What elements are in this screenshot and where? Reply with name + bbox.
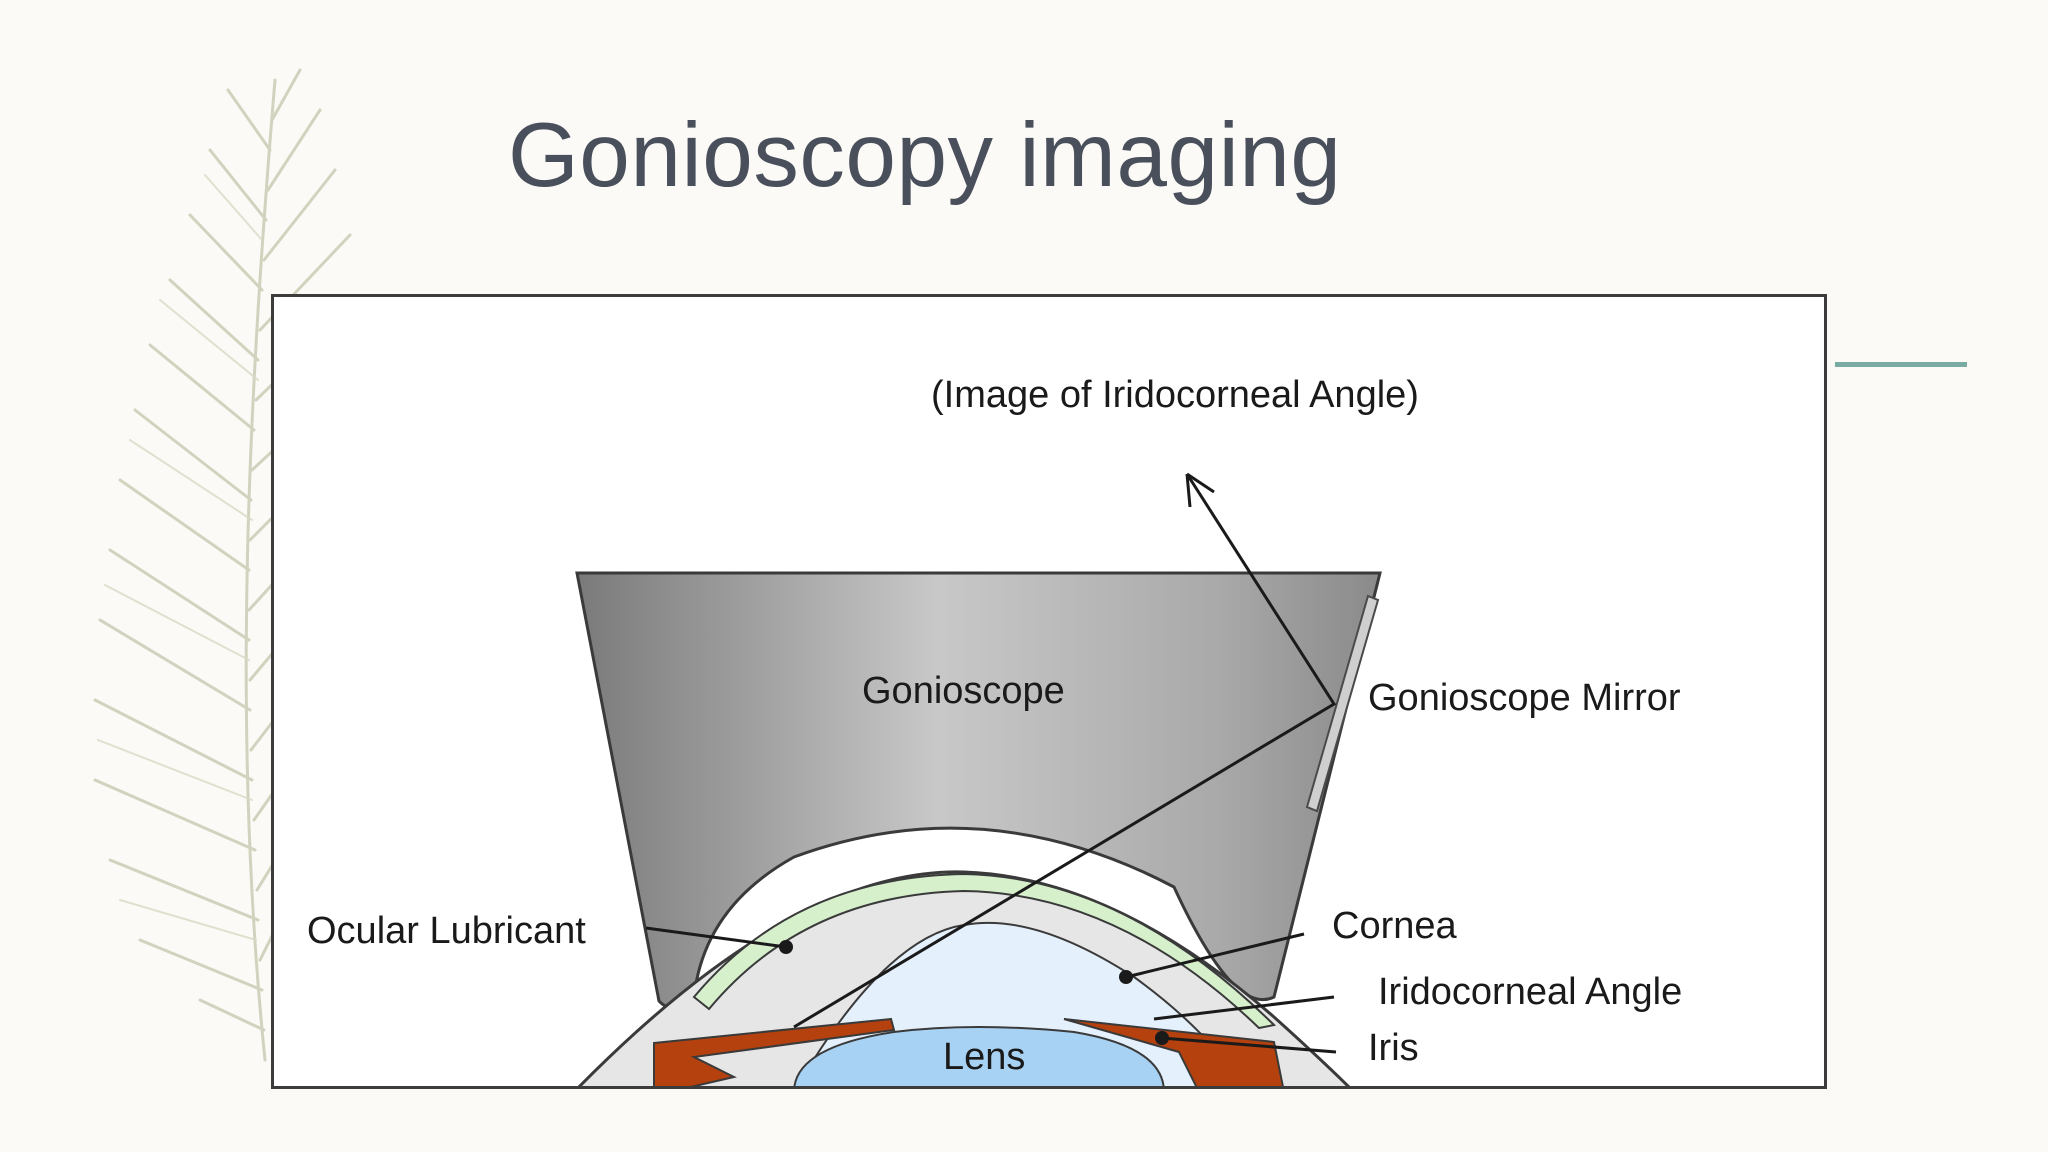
slide-title: Gonioscopy imaging <box>508 105 1342 206</box>
leader-iris <box>1161 1036 1337 1054</box>
label-iridocorneal-angle: Iridocorneal Angle <box>1378 971 1682 1013</box>
leader-lubricant <box>645 926 787 949</box>
gonioscopy-diagram: (Image of Iridocorneal Angle) Gonioscope… <box>271 294 1827 1089</box>
label-cornea: Cornea <box>1332 905 1457 947</box>
gonioscope-mirror <box>1305 594 1380 813</box>
light-ray <box>793 473 1337 1029</box>
label-gonioscope-mirror: Gonioscope Mirror <box>1368 677 1681 719</box>
arrow-head <box>1185 472 1215 508</box>
dot-cornea <box>1119 970 1133 984</box>
label-ocular-lubricant: Ocular Lubricant <box>307 910 586 952</box>
label-gonioscope: Gonioscope <box>862 670 1065 712</box>
iris-left <box>653 1017 896 1086</box>
accent-line <box>1835 362 1967 367</box>
label-lens: Lens <box>943 1036 1025 1078</box>
iris-right <box>1063 1018 1284 1086</box>
dot-lubricant <box>779 940 793 954</box>
leader-angle <box>1153 995 1335 1021</box>
lens <box>793 1026 1165 1086</box>
label-image-of-angle: (Image of Iridocorneal Angle) <box>931 374 1419 416</box>
ocular-lubricant-layer <box>692 872 1277 1030</box>
leader-cornea <box>1125 932 1305 979</box>
label-iris: Iris <box>1368 1027 1419 1069</box>
dot-iris <box>1155 1031 1169 1045</box>
